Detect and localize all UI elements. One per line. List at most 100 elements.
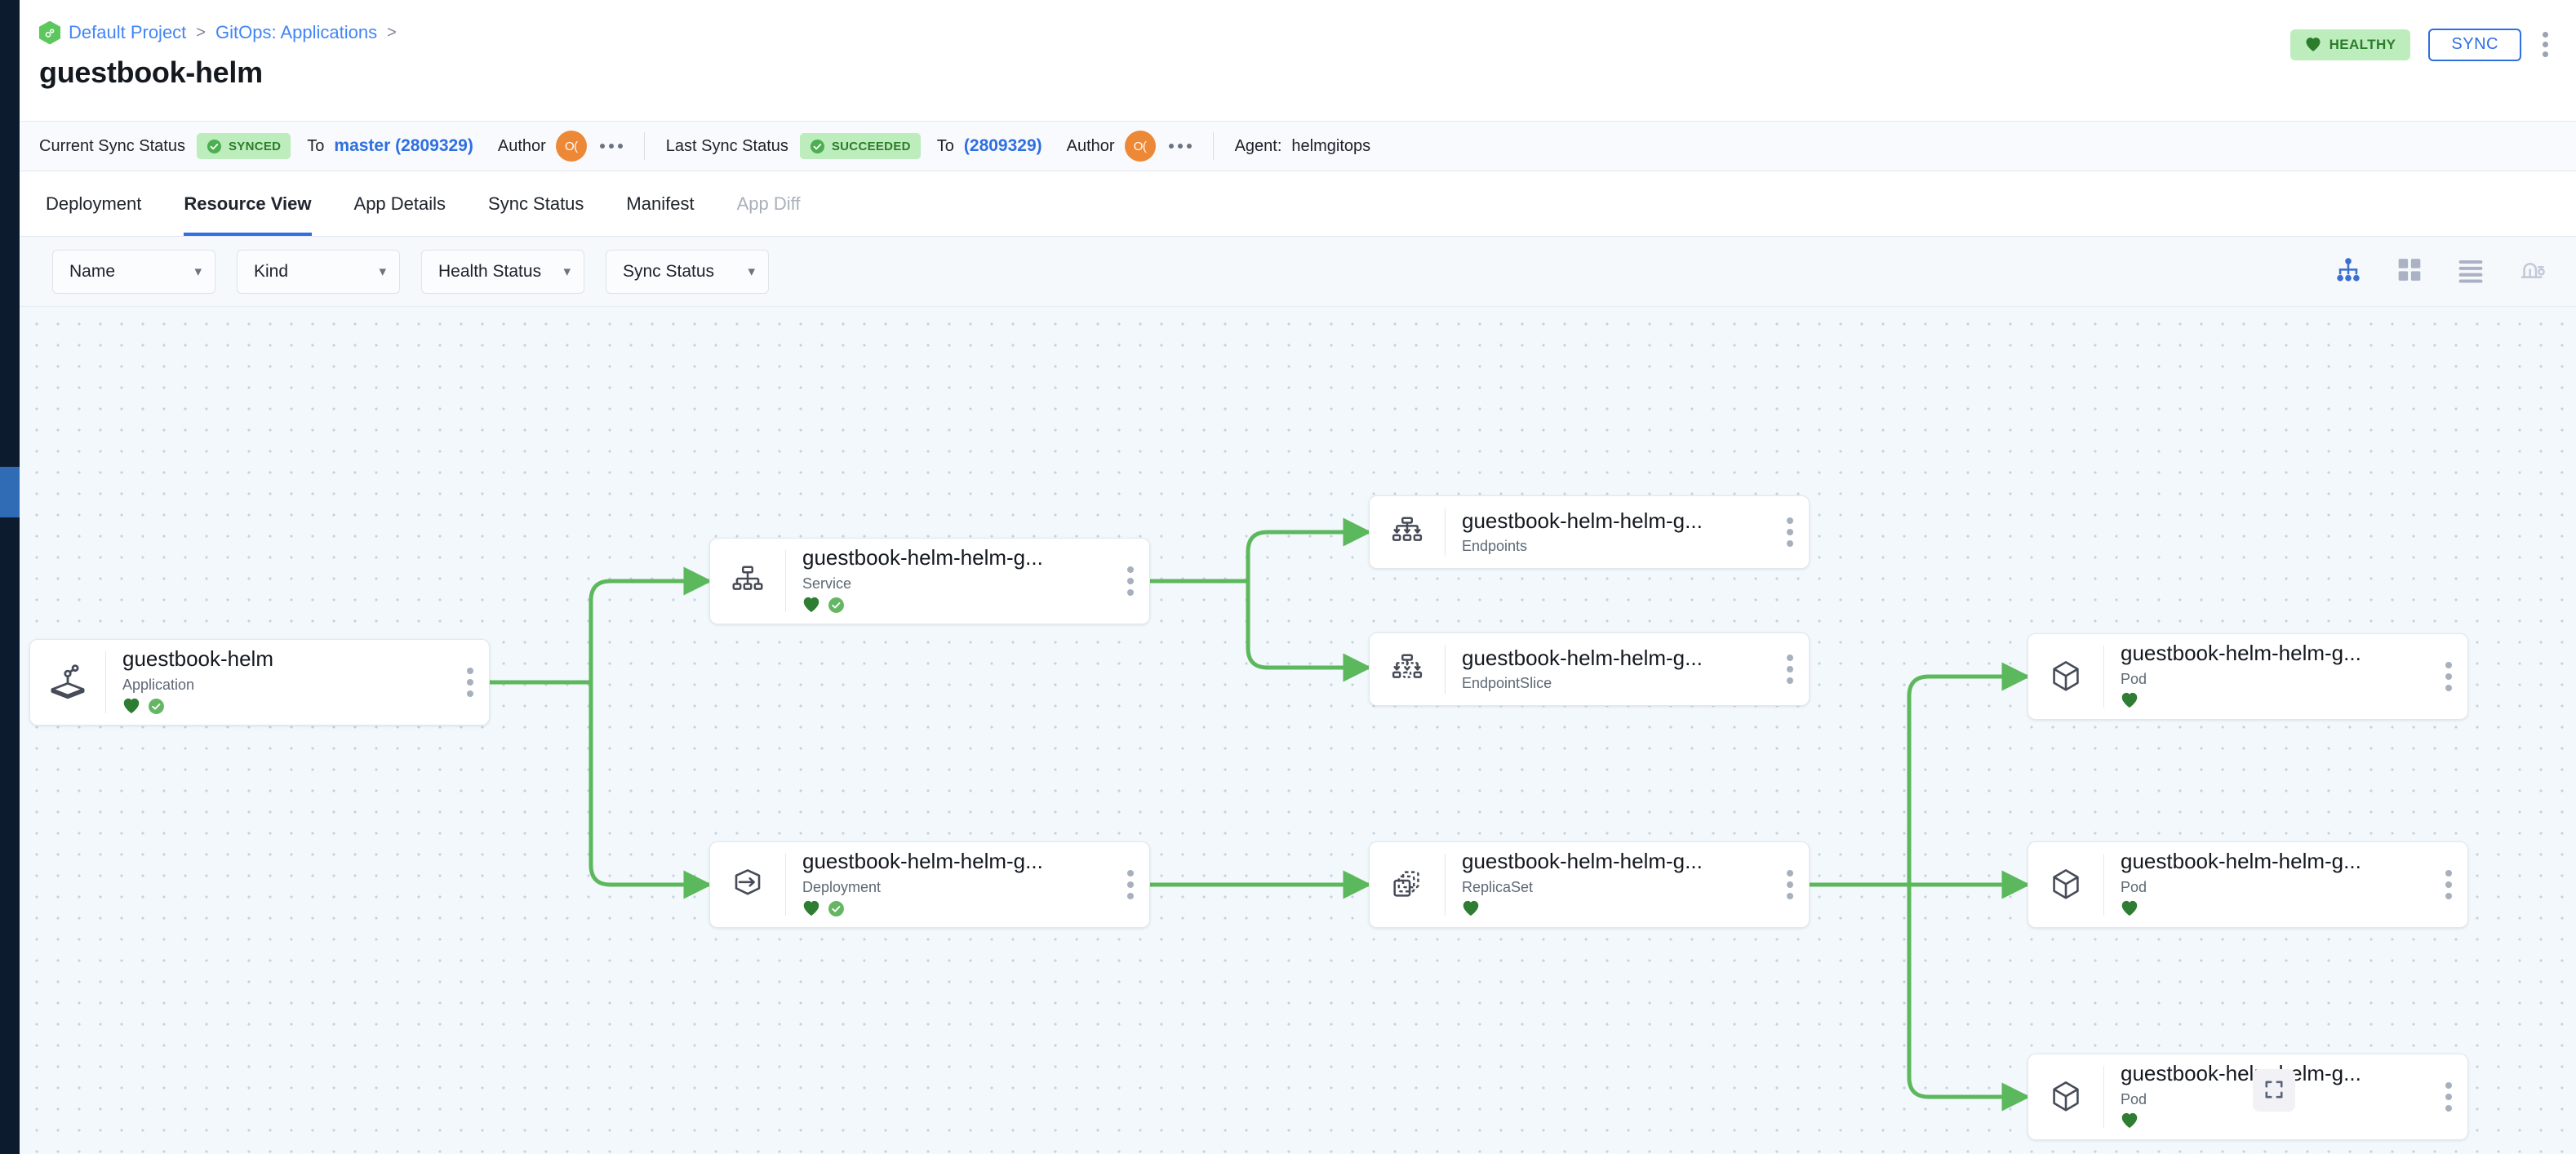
- divider: [1445, 645, 1446, 694]
- kebab-menu-icon[interactable]: [2539, 27, 2552, 62]
- sync-status-strip: Current Sync Status SYNCED To master (28…: [20, 121, 2576, 171]
- last-to-word: To: [936, 136, 954, 155]
- node-title: guestbook-helm-helm-g...: [1462, 646, 1703, 670]
- avatar[interactable]: O(: [555, 131, 587, 162]
- node-kebab-menu-icon[interactable]: [1771, 633, 1809, 705]
- breadcrumb-separator: >: [387, 23, 397, 42]
- divider: [2103, 854, 2104, 916]
- graph-node-endpoints[interactable]: guestbook-helm-helm-g... Endpoints: [1369, 495, 1810, 569]
- filter-kind[interactable]: Kind ▾: [237, 249, 400, 294]
- node-kebab-menu-icon[interactable]: [2430, 842, 2467, 927]
- heart-icon: [2121, 900, 2139, 920]
- agent-label: Agent:: [1234, 136, 1282, 155]
- tab-app-details[interactable]: App Details: [353, 193, 446, 214]
- breadcrumb: Default Project > GitOps: Applications >: [39, 20, 2543, 45]
- divider: [1445, 508, 1446, 557]
- last-author-label: Author: [1066, 136, 1115, 155]
- graph-node-service[interactable]: guestbook-helm-helm-g... Service: [709, 538, 1150, 624]
- current-to-word: To: [307, 136, 325, 155]
- fullscreen-button[interactable]: [2253, 1069, 2295, 1112]
- ellipsis-icon[interactable]: [1168, 144, 1192, 149]
- node-body: guestbook-helm-helm-g... Deployment: [786, 850, 1112, 920]
- last-revision-link[interactable]: (2809329): [963, 136, 1042, 155]
- current-sync-status-text: SYNCED: [228, 139, 282, 153]
- health-badge-label: HEALTHY: [2329, 36, 2396, 52]
- node-body: guestbook-helm-helm-g... Service: [786, 546, 1112, 616]
- node-body: guestbook-helm Application: [106, 647, 451, 717]
- node-title: guestbook-helm-helm-g...: [2121, 850, 2361, 874]
- breadcrumb-item-default-project[interactable]: Default Project: [69, 22, 187, 42]
- node-badges: [2121, 1112, 2420, 1132]
- node-badges: [2121, 692, 2420, 712]
- heart-icon: [2305, 37, 2321, 52]
- pod-icon: [2028, 1054, 2103, 1139]
- node-body: guestbook-helm-helm-g... Pod: [2104, 641, 2430, 712]
- filter-sync-status[interactable]: Sync Status ▾: [606, 249, 769, 294]
- graph-node-application[interactable]: guestbook-helm Application: [29, 639, 490, 726]
- breadcrumb-item-gitops-applications[interactable]: GitOps: Applications: [215, 22, 378, 42]
- divider: [1445, 854, 1446, 916]
- tab-sync-status[interactable]: Sync Status: [488, 193, 584, 214]
- status-badge-healthy: HEALTHY: [2290, 29, 2411, 60]
- current-revision-link[interactable]: master (2809329): [334, 136, 473, 155]
- node-badges: [1462, 901, 1761, 920]
- chevron-down-icon: ▾: [748, 264, 755, 279]
- graph-node-pod-2[interactable]: guestbook-helm-helm-g... Pod: [2027, 841, 2468, 928]
- filter-health-status[interactable]: Health Status ▾: [421, 249, 584, 294]
- heart-icon: [2121, 692, 2139, 712]
- tab-manifest[interactable]: Manifest: [626, 193, 695, 214]
- filter-name[interactable]: Name ▾: [52, 249, 215, 294]
- node-kebab-menu-icon[interactable]: [2430, 634, 2467, 719]
- node-badges: [802, 597, 1102, 616]
- divider: [643, 132, 645, 160]
- grid-view-icon[interactable]: [2396, 256, 2423, 286]
- node-kebab-menu-icon[interactable]: [451, 640, 489, 725]
- node-body: guestbook-helm-helm-g... ReplicaSet: [1446, 850, 1771, 920]
- resource-graph-canvas[interactable]: guestbook-helm Application: [20, 307, 2576, 1154]
- tab-app-diff: App Diff: [736, 193, 801, 214]
- divider: [105, 651, 106, 713]
- chevron-down-icon: ▾: [379, 264, 386, 279]
- deployment-icon: [710, 842, 785, 927]
- graph-node-pod-1[interactable]: guestbook-helm-helm-g... Pod: [2027, 633, 2468, 720]
- graph-node-endpointslice[interactable]: guestbook-helm-helm-g... EndpointSlice: [1369, 632, 1810, 706]
- node-title: guestbook-helm-helm-g...: [1462, 508, 1703, 533]
- node-kebab-menu-icon[interactable]: [1112, 842, 1149, 927]
- graph-node-deployment[interactable]: guestbook-helm-helm-g... Deployment: [709, 841, 1150, 928]
- header-actions: HEALTHY SYNC: [2290, 27, 2552, 62]
- avatar[interactable]: O(: [1124, 131, 1156, 162]
- graph-node-pod-3[interactable]: guestbook-helm-helm-g... Pod: [2027, 1054, 2468, 1140]
- ellipsis-icon[interactable]: [599, 144, 623, 149]
- chevron-down-icon: ▾: [194, 264, 202, 279]
- rail-active-indicator[interactable]: [0, 467, 20, 517]
- resource-toolbar: Name ▾ Kind ▾ Health Status ▾ Sync Statu…: [20, 237, 2576, 307]
- node-kebab-menu-icon[interactable]: [1771, 842, 1809, 927]
- endpoints-icon: [1370, 496, 1445, 568]
- node-kebab-menu-icon[interactable]: [1112, 539, 1149, 624]
- tab-deployment[interactable]: Deployment: [46, 193, 142, 214]
- node-badges: [122, 698, 442, 717]
- graph-node-replicaset[interactable]: guestbook-helm-helm-g... ReplicaSet: [1369, 841, 1810, 928]
- list-view-icon[interactable]: [2457, 256, 2485, 286]
- node-kind: Deployment: [802, 878, 882, 895]
- current-author-label: Author: [497, 136, 546, 155]
- node-kebab-menu-icon[interactable]: [2430, 1054, 2467, 1139]
- divider: [2103, 646, 2104, 708]
- pod-icon: [2028, 842, 2103, 927]
- left-nav-rail: [0, 0, 20, 1154]
- heart-icon: [802, 597, 820, 616]
- sync-button[interactable]: SYNC: [2428, 28, 2521, 61]
- tree-view-icon[interactable]: [2334, 255, 2362, 287]
- check-circle-icon: [828, 597, 845, 616]
- heart-icon: [2121, 1112, 2139, 1132]
- tab-resource-view[interactable]: Resource View: [162, 171, 332, 236]
- service-icon: [710, 539, 785, 624]
- divider: [1212, 132, 1214, 160]
- node-kind: ReplicaSet: [1462, 878, 1534, 895]
- node-title: guestbook-helm-helm-g...: [802, 850, 1043, 874]
- graph-edges: [486, 517, 2031, 1112]
- network-view-icon[interactable]: [2519, 256, 2547, 286]
- node-kebab-menu-icon[interactable]: [1771, 496, 1809, 568]
- chevron-down-icon: ▾: [563, 264, 571, 279]
- check-circle-icon: [828, 900, 845, 920]
